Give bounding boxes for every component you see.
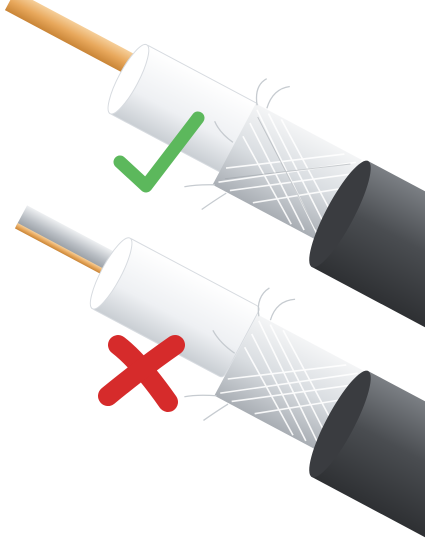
outer-jacket — [309, 160, 425, 352]
outer-jacket-2 — [309, 370, 425, 552]
cable-incorrect — [14, 205, 425, 552]
cable-correct — [4, 0, 425, 352]
braid-shield — [184, 78, 362, 242]
braid-shield-2 — [184, 287, 364, 453]
dielectric-insulator-2 — [89, 237, 260, 378]
check-icon — [113, 111, 205, 193]
cross-icon — [98, 335, 185, 412]
dielectric-insulator — [107, 43, 259, 173]
center-conductor-copper — [4, 0, 157, 86]
